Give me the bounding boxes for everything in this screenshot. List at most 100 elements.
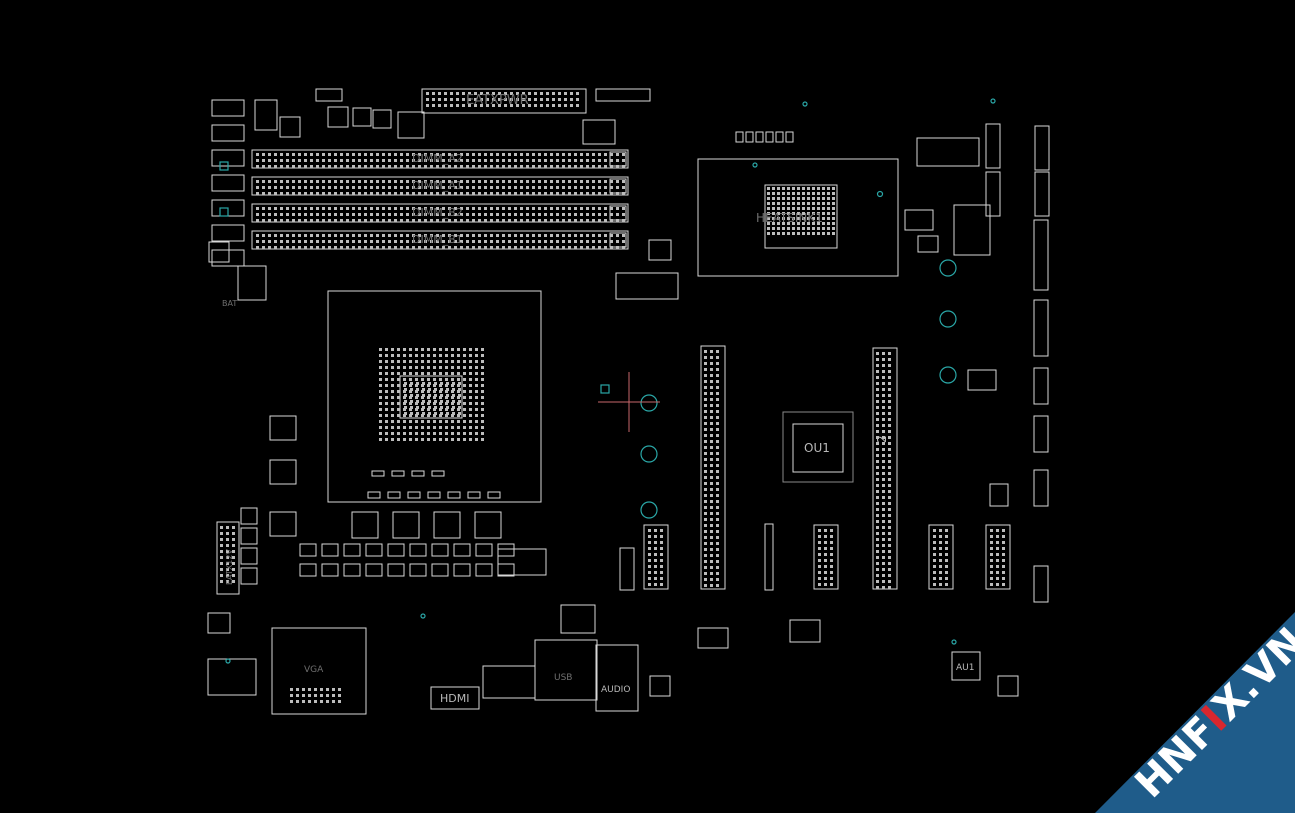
right-header-5[interactable] — [1033, 299, 1049, 357]
usb-header-small[interactable] — [619, 547, 635, 591]
pad — [445, 360, 448, 363]
pad — [232, 550, 235, 553]
pad — [462, 92, 465, 95]
pad — [564, 104, 567, 107]
pad — [415, 414, 418, 417]
front-header-3[interactable] — [985, 524, 1011, 590]
dimm-slot-3[interactable] — [251, 203, 629, 223]
pad — [326, 688, 329, 691]
front-header-2[interactable] — [928, 524, 954, 590]
dimm-slot-2[interactable] — [251, 176, 629, 196]
right-header-8[interactable] — [1033, 469, 1049, 507]
pad — [570, 98, 573, 101]
pad — [648, 535, 651, 538]
pad — [481, 438, 484, 441]
pcie-slot-1[interactable] — [700, 345, 726, 590]
dimm-slot-4[interactable] — [251, 230, 629, 250]
vga-dvi-port[interactable] — [271, 627, 367, 715]
pad — [787, 227, 790, 230]
pad — [807, 202, 810, 205]
pcie-small-slot[interactable] — [764, 523, 774, 591]
chip-au1-label[interactable]: AU1 — [956, 663, 974, 673]
pad — [382, 159, 385, 162]
pad — [716, 458, 719, 461]
pad — [772, 187, 775, 190]
atx-power-connector[interactable] — [421, 88, 587, 114]
pad — [550, 213, 553, 216]
right-header-3[interactable] — [1034, 171, 1050, 217]
pad — [364, 153, 367, 156]
pad — [598, 207, 601, 210]
pad — [562, 219, 565, 222]
pad — [322, 180, 325, 183]
pad — [391, 384, 394, 387]
audio-codec[interactable] — [951, 651, 981, 681]
eatx12v-connector[interactable] — [216, 521, 240, 595]
right-button[interactable] — [967, 369, 997, 391]
pad — [433, 348, 436, 351]
pad — [418, 159, 421, 162]
front-header-0[interactable] — [643, 524, 669, 590]
pad — [469, 366, 472, 369]
pad — [882, 436, 885, 439]
pad — [574, 234, 577, 237]
super-io-chip[interactable] — [792, 423, 844, 473]
lan-usb-port[interactable] — [534, 639, 598, 701]
right-header-4[interactable] — [1033, 219, 1049, 291]
pad — [822, 187, 825, 190]
pad — [316, 219, 319, 222]
pad — [544, 213, 547, 216]
chip-u1-label[interactable]: OU1 — [804, 441, 830, 455]
pad — [824, 541, 827, 544]
pad — [454, 192, 457, 195]
pad — [544, 186, 547, 189]
top-right-switch[interactable] — [582, 119, 616, 145]
pad — [704, 464, 707, 467]
pad — [888, 364, 891, 367]
pad — [818, 553, 821, 556]
pad — [451, 366, 454, 369]
pad — [704, 392, 707, 395]
dimm-slot-1[interactable] — [251, 149, 629, 169]
chipset-body[interactable] — [764, 184, 838, 249]
audio-jack-stack[interactable] — [595, 644, 639, 712]
pad — [716, 398, 719, 401]
pad — [416, 412, 419, 415]
heatsink-outline[interactable] — [697, 158, 899, 277]
pad — [416, 394, 419, 397]
right-header-0[interactable] — [985, 123, 1001, 169]
pad — [704, 416, 707, 419]
pad — [232, 544, 235, 547]
pad — [426, 104, 429, 107]
hdmi-port[interactable] — [430, 686, 480, 710]
right-header-9[interactable] — [1033, 565, 1049, 603]
pad — [397, 360, 400, 363]
pad — [945, 577, 948, 580]
right-header-2[interactable] — [1034, 125, 1050, 171]
right-header-7[interactable] — [1033, 415, 1049, 453]
pad — [406, 207, 409, 210]
lower-left-chip — [697, 627, 729, 649]
pad — [433, 390, 436, 393]
pad — [945, 535, 948, 538]
right-header-6[interactable] — [1033, 367, 1049, 405]
right-header-1[interactable] — [985, 171, 1001, 217]
pad — [424, 159, 427, 162]
pad — [544, 153, 547, 156]
pad — [385, 426, 388, 429]
pad — [716, 506, 719, 509]
ps2-port[interactable] — [207, 658, 257, 696]
pad — [610, 165, 613, 168]
pad — [220, 562, 223, 565]
top-right-header[interactable] — [595, 88, 651, 102]
battery-holder[interactable] — [237, 265, 267, 301]
pad — [876, 502, 879, 505]
pad — [580, 207, 583, 210]
front-header-1[interactable] — [813, 524, 839, 590]
pad — [358, 240, 361, 243]
pad — [888, 532, 891, 535]
pad — [316, 186, 319, 189]
fiducial-pad-2 — [600, 384, 610, 394]
cpu-socket[interactable] — [327, 290, 542, 503]
pad — [556, 186, 559, 189]
